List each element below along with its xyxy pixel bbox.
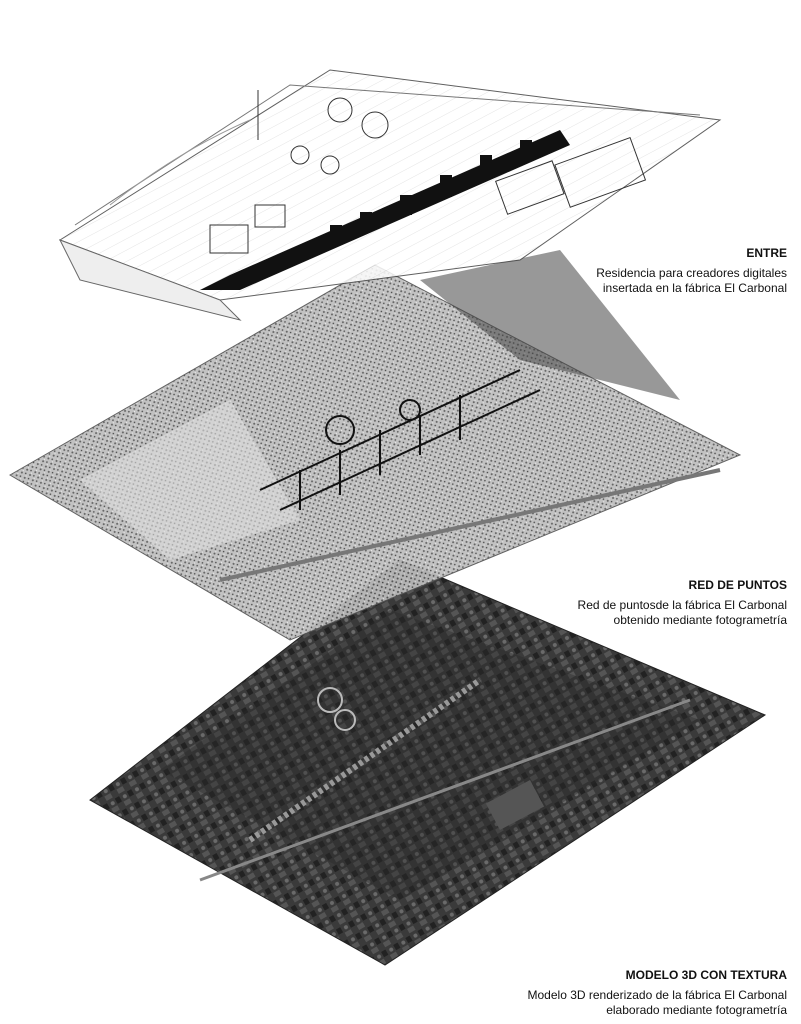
caption-title: ENTRE [746,246,787,260]
caption-line: Residencia para creadores digitales [596,266,787,280]
caption-red-de-puntos: RED DE PUNTOS Red de puntosde la fábrica… [578,578,787,628]
caption-title: MODELO 3D CON TEXTURA [625,968,787,982]
caption-modelo-3d: MODELO 3D CON TEXTURA Modelo 3D renderiz… [528,968,787,1018]
caption-line: obtenido mediante fotogrametría [613,613,787,627]
caption-line: Red de puntosde la fábrica El Carbonal [577,598,787,612]
caption-line: Modelo 3D renderizado de la fábrica El C… [527,988,787,1002]
caption-entre: ENTRE Residencia para creadores digitale… [596,246,787,296]
point-cloud-layer [9,250,742,641]
line-drawing-layer [58,69,722,321]
textured-model-layer [89,559,767,966]
caption-line: elaborado mediante fotogrametría [606,1003,787,1017]
caption-line: insertada en la fábrica El Carbonal [602,281,787,295]
caption-title: RED DE PUNTOS [688,578,787,592]
